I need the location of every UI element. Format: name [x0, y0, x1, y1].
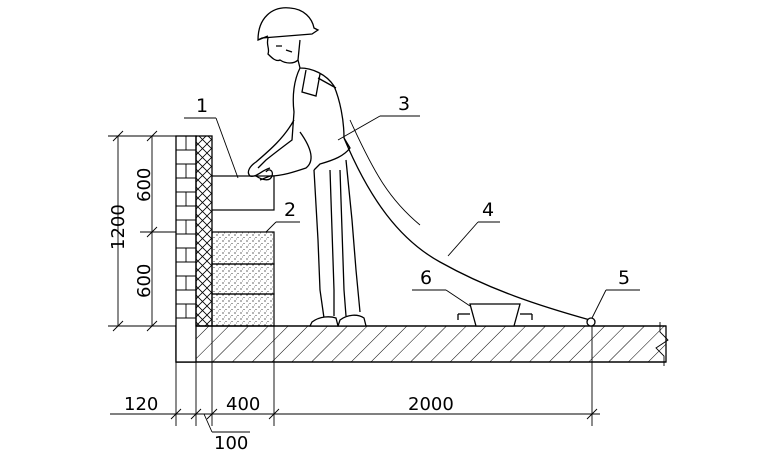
break-line-icon — [655, 322, 669, 366]
insulation-layer — [195, 135, 213, 327]
callout-2: 2 — [284, 199, 296, 221]
dim-wall-thickness: 120 — [124, 394, 158, 415]
floor-slab — [175, 322, 669, 366]
dim-total-height: 1200 — [108, 204, 129, 250]
callout-6: 6 — [420, 267, 432, 289]
dim-stack-width: 400 — [226, 394, 260, 415]
mortar-tray — [457, 303, 533, 327]
callout-1: 1 — [196, 95, 208, 117]
dim-lower-height: 600 — [134, 264, 155, 298]
block-being-placed — [211, 175, 275, 211]
callout-5: 5 — [618, 267, 630, 289]
worker-figure — [247, 7, 367, 327]
vertical-dimensions — [108, 130, 176, 332]
safety-rope — [343, 137, 591, 321]
block-stack — [211, 231, 275, 327]
callouts: 1 2 3 4 5 6 — [184, 93, 640, 319]
brick-wall — [175, 135, 197, 363]
callout-3: 3 — [398, 93, 410, 115]
callout-4: 4 — [482, 199, 494, 221]
dim-distance: 2000 — [408, 394, 454, 415]
anchor-point — [586, 317, 596, 327]
dim-insulation-thickness: 100 — [214, 433, 248, 454]
safety-rope-inner — [349, 119, 421, 226]
horizontal-dimensions — [110, 326, 600, 433]
dim-upper-height: 600 — [134, 168, 155, 202]
